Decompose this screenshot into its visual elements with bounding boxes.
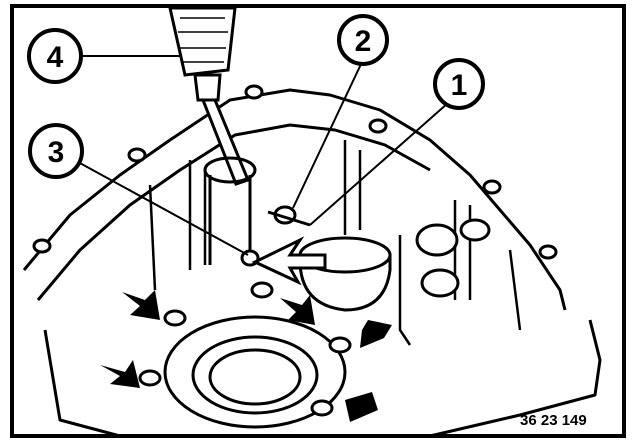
cover-bolts [138,281,352,417]
callout-4: 4 [27,28,83,84]
screwdriver [168,6,257,265]
shaft-housing [298,236,392,312]
svg-text:2: 2 [355,25,372,58]
leader-lines [77,55,449,256]
svg-text:4: 4 [47,41,64,74]
direction-arrow [251,236,327,286]
reference-number: 36 23 149 [520,412,587,429]
bolt-pointer-arrows [100,290,392,422]
bearing-bore [163,315,347,429]
flange-bolt-holes [32,84,558,260]
oil-passages [415,218,491,298]
callout-1: 1 [433,58,485,110]
svg-text:3: 3 [48,136,65,169]
housing-outline [22,88,602,438]
callout-2: 2 [337,14,389,66]
svg-text:1: 1 [451,69,468,102]
internal-ribs [148,140,522,346]
figure-frame [10,4,626,438]
callout-3: 3 [28,123,84,179]
